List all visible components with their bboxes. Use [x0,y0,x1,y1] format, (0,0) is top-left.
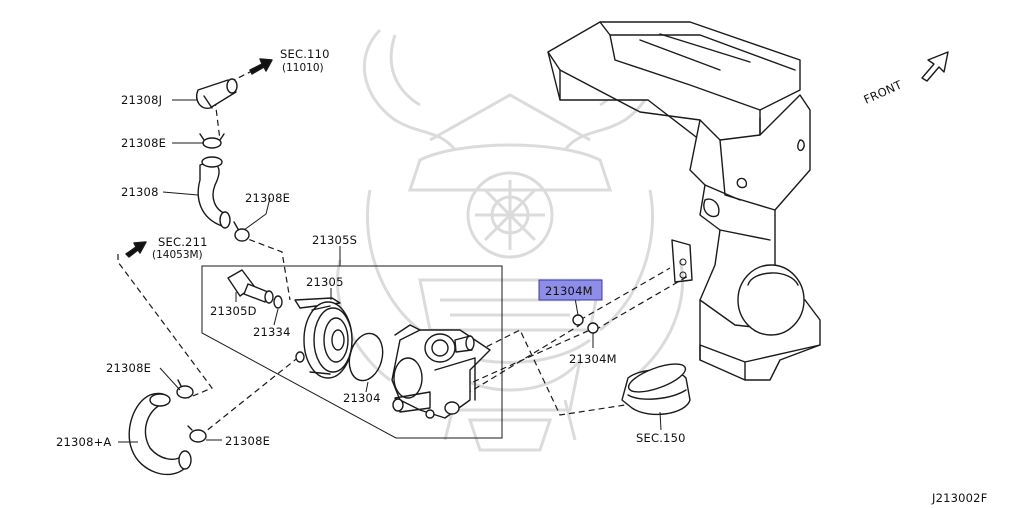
section-ref-sec211[interactable]: SEC.211 [158,235,208,249]
leader-lines [118,99,662,443]
hose-clamp-21308E-top[interactable] [199,133,225,149]
section-ref-sec110[interactable]: SEC.110 [280,47,330,61]
callout-21334[interactable]: 21334 [253,325,291,339]
callout-labels: 21308J 21308E 21308 21308E 21305S 21305 … [56,47,988,505]
callout-21308E[interactable]: 21308E [106,361,151,375]
hose-clamp-21308E-mid[interactable] [233,221,250,242]
oil-cooler-21305[interactable] [294,297,353,379]
sec211-arrow-icon [125,241,147,258]
callout-21305[interactable]: 21305 [306,275,344,289]
diagram-code: J213002F [931,491,988,505]
front-label: FRONT [862,77,905,106]
callout-21308J[interactable]: 21308J [121,93,162,107]
stud-21304M-b[interactable] [587,322,599,334]
callout-21308E[interactable]: 21308E [225,434,270,448]
oil-filter[interactable] [621,358,691,416]
bolt-small[interactable] [295,351,305,363]
callout-21308E[interactable]: 21308E [245,191,290,205]
connector-bolt-21305D[interactable] [227,269,274,304]
kit-boundary [201,265,503,439]
hose-21308[interactable] [197,156,231,229]
filter-bracket[interactable] [391,324,491,419]
engine-block [547,21,821,381]
hose-clamp-21308E-lower-b[interactable] [187,425,207,443]
callout-21304M-highlighted[interactable]: 21304M [545,284,593,298]
assembly-lines [117,65,691,437]
section-ref-sec211-code: (14053M) [152,249,203,261]
elbow-connector-21308J[interactable] [196,78,238,109]
callout-21304M[interactable]: 21304M [569,352,617,366]
sec110-arrow-icon [249,58,273,75]
callout-21305S[interactable]: 21305S [312,233,357,247]
callout-21308A[interactable]: 21308+A [56,435,112,449]
callout-21308[interactable]: 21308 [121,185,159,199]
hose-clamp-21308E-lower-a[interactable] [176,379,194,399]
highlight-box [538,279,603,301]
callout-21304[interactable]: 21304 [343,391,381,405]
section-ref-sec150[interactable]: SEC.150 [636,431,686,445]
hose-21308A[interactable] [128,392,192,476]
o-ring-21334[interactable] [273,295,283,309]
gasket-21304[interactable] [344,330,387,385]
front-arrow-icon [921,51,949,82]
section-ref-sec110-code: (11010) [282,62,324,74]
front-indicator: FRONT [862,51,949,107]
callout-21305D[interactable]: 21305D [210,304,257,318]
callout-21308E[interactable]: 21308E [121,136,166,150]
stud-21304M-a[interactable] [572,314,584,326]
